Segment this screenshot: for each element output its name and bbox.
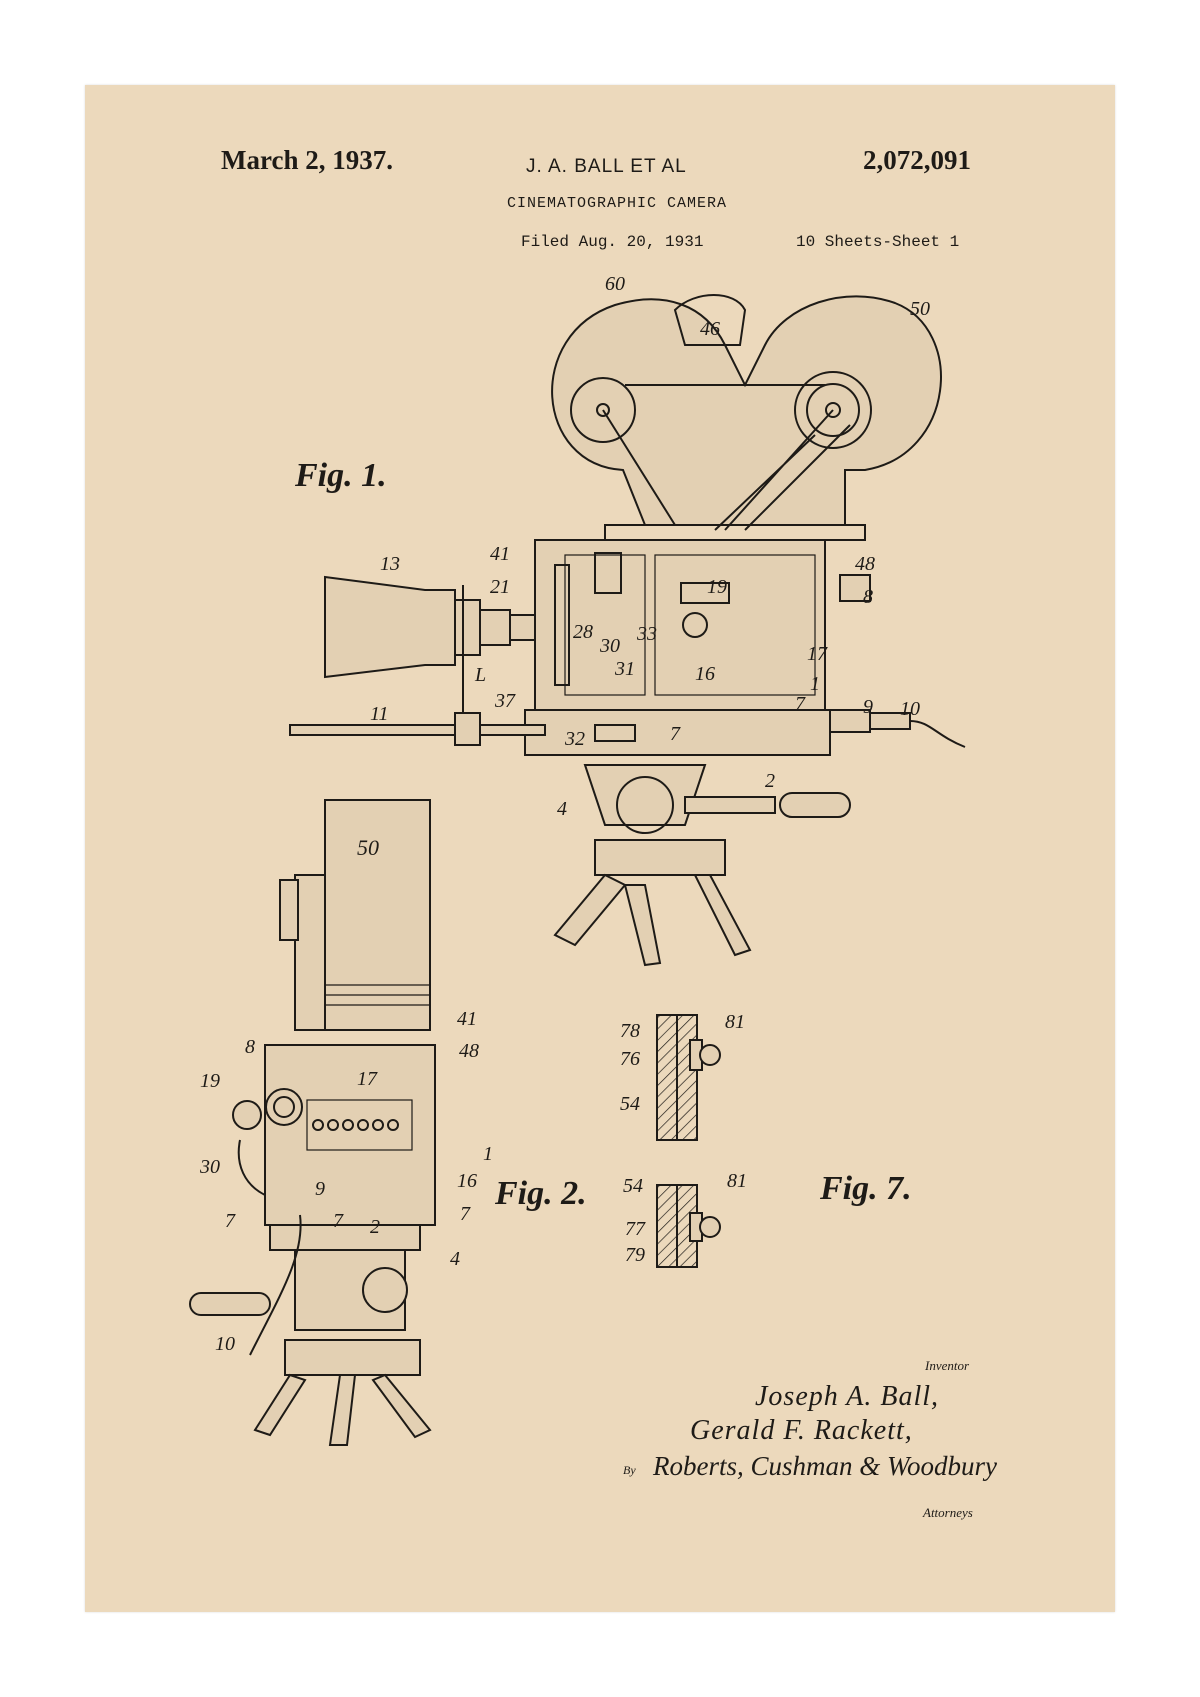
fig1-ref-30: 30	[599, 635, 620, 657]
fig1-ref-31: 31	[614, 658, 635, 680]
fig7-ref-54b: 54	[623, 1175, 643, 1197]
fig1-ref-11: 11	[370, 703, 389, 725]
fig2-pan-handle	[189, 1292, 271, 1316]
fig2-label: Fig. 2.	[495, 1175, 587, 1212]
fig2-ref-7c: 7	[460, 1203, 471, 1225]
camera-base	[524, 709, 831, 756]
fig1-ref-50: 50	[910, 298, 930, 320]
lens-hood	[324, 575, 456, 679]
fig2-ref-16: 16	[457, 1170, 477, 1192]
fig1-ref-10: 10	[900, 698, 920, 720]
patent-number: 2,072,091	[863, 145, 971, 175]
fig2-ref-48: 48	[459, 1040, 479, 1062]
fig1-ref-46: 46	[700, 318, 720, 340]
patent-title: CINEMATOGRAPHIC CAMERA	[507, 195, 728, 212]
fig7-drawing	[656, 1014, 721, 1268]
fig2-ref-50: 50	[357, 835, 379, 860]
inventor-header: J. A. BALL ET AL	[526, 156, 687, 177]
fig1-ref-17: 17	[807, 643, 828, 665]
fig1-label: Fig. 1.	[295, 457, 387, 494]
fig7-ref-54a: 54	[620, 1093, 640, 1115]
fig1-ref-8: 8	[863, 586, 873, 608]
magazine-handle	[673, 294, 747, 346]
fig2-drawing	[189, 799, 436, 1446]
patent-date: March 2, 1937.	[221, 145, 393, 175]
patent-drawing: 60 46 50 41 21 13 48 8 19 28 30 33 17 31…	[189, 273, 966, 1446]
fig7-upper-section	[656, 1014, 678, 1141]
fig7-ref-79: 79	[625, 1244, 645, 1266]
fig2-ref-2: 2	[370, 1216, 380, 1238]
fig2-ref-10: 10	[215, 1333, 235, 1355]
fig1-ref-9: 9	[863, 696, 873, 718]
filed-date: Filed Aug. 20, 1931	[521, 233, 704, 251]
fig1-ref-13: 13	[380, 553, 400, 575]
fig1-ref-37: 37	[494, 690, 516, 712]
patent-sheet: March 2, 1937. J. A. BALL ET AL 2,072,09…	[85, 85, 1115, 1612]
fig2-ref-41: 41	[457, 1008, 477, 1030]
fig1-ref-7a: 7	[795, 693, 806, 715]
fig2-ref-17: 17	[357, 1068, 378, 1090]
fig1-drawing	[289, 294, 966, 967]
fig1-ref-16: 16	[695, 663, 715, 685]
fig1-ref-1: 1	[810, 673, 820, 695]
fig1-ref-60: 60	[605, 273, 625, 295]
fig7-lower-section	[656, 1184, 678, 1268]
inventor-signature-2: Gerald F. Rackett,	[690, 1415, 913, 1446]
attorney-signature: Roberts, Cushman & Woodbury	[653, 1451, 998, 1481]
film-magazine	[551, 295, 942, 526]
fig1-ref-7b: 7	[670, 723, 681, 745]
fig1-ref-33: 33	[636, 623, 657, 645]
tripod-head	[594, 839, 726, 876]
fig1-ref-41: 41	[490, 543, 510, 565]
fig7-label: Fig. 7.	[820, 1170, 912, 1207]
fig7-ref-78: 78	[620, 1020, 640, 1042]
fig7-ref-76: 76	[620, 1048, 640, 1070]
fig7-ref-77: 77	[625, 1218, 646, 1240]
inventor-signature-1: Joseph A. Ball,	[755, 1381, 940, 1412]
by-label: By	[623, 1463, 636, 1477]
inventor-label: Inventor	[925, 1358, 970, 1373]
camera-body	[534, 539, 826, 711]
fig1-ref-21: 21	[490, 576, 510, 598]
fig2-ref-8: 8	[245, 1036, 255, 1058]
fig7-ref-81a: 81	[725, 1011, 745, 1033]
support-rod	[289, 724, 546, 736]
fig2-ref-7b: 7	[333, 1210, 344, 1232]
fig1-ref-32: 32	[564, 728, 585, 750]
fig1-ref-2: 2	[765, 770, 775, 792]
sheet-count: 10 Sheets-Sheet 1	[796, 233, 960, 251]
pan-handle	[779, 792, 851, 818]
fig1-ref-28: 28	[573, 621, 593, 643]
fig2-ref-9: 9	[315, 1178, 325, 1200]
fig2-ref-19: 19	[200, 1070, 220, 1092]
fig2-ref-1: 1	[483, 1143, 493, 1165]
fig2-ref-7a: 7	[225, 1210, 236, 1232]
attorneys-label: Attorneys	[923, 1505, 973, 1520]
fig1-ref-19: 19	[707, 576, 727, 598]
fig7-ref-81b: 81	[727, 1170, 747, 1192]
fig2-camera-body	[264, 1044, 436, 1226]
fig2-ref-4: 4	[450, 1248, 460, 1270]
pan-head	[583, 764, 707, 826]
fig2-ref-30: 30	[199, 1156, 220, 1178]
fig1-ref-4: 4	[557, 798, 567, 820]
fig1-ref-L: L	[474, 664, 486, 686]
fig1-ref-48: 48	[855, 553, 875, 575]
